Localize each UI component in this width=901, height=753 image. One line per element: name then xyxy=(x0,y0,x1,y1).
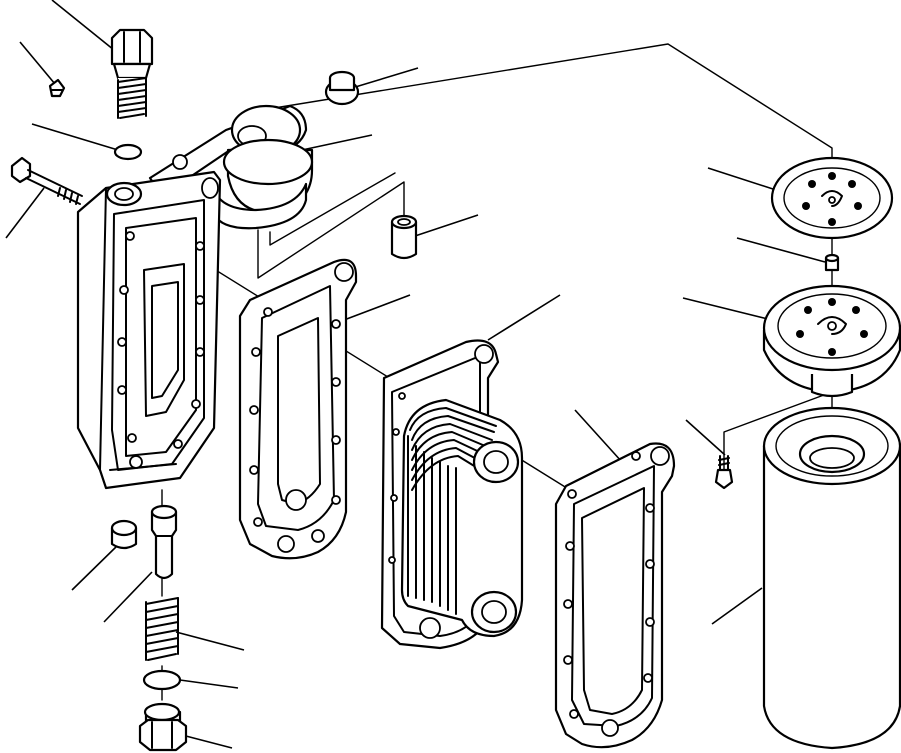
top-o-ring xyxy=(113,143,143,161)
housing-plug xyxy=(110,519,138,550)
spring-pin xyxy=(824,253,840,272)
nozzle-sleeve xyxy=(390,214,418,260)
filter-head-base xyxy=(762,284,901,398)
cooler-gasket xyxy=(554,442,676,749)
small-plug xyxy=(48,78,66,98)
top-valve-spring xyxy=(117,77,147,119)
cooler-housing xyxy=(76,154,222,490)
filter-head-plate xyxy=(770,156,894,240)
bypass-spring xyxy=(145,597,179,661)
housing-gasket xyxy=(238,258,358,560)
bottom-plug xyxy=(138,702,188,752)
leader-lines xyxy=(5,0,826,749)
elbow-plug xyxy=(324,70,360,106)
relief-valve-plug xyxy=(110,28,154,80)
tube-elbow xyxy=(148,104,314,230)
long-bolt xyxy=(10,156,83,205)
mounting-bolt xyxy=(714,455,734,490)
oil-filter xyxy=(762,406,901,750)
bottom-o-ring xyxy=(142,669,182,691)
bypass-valve xyxy=(150,504,178,580)
cooler-core xyxy=(380,339,524,650)
